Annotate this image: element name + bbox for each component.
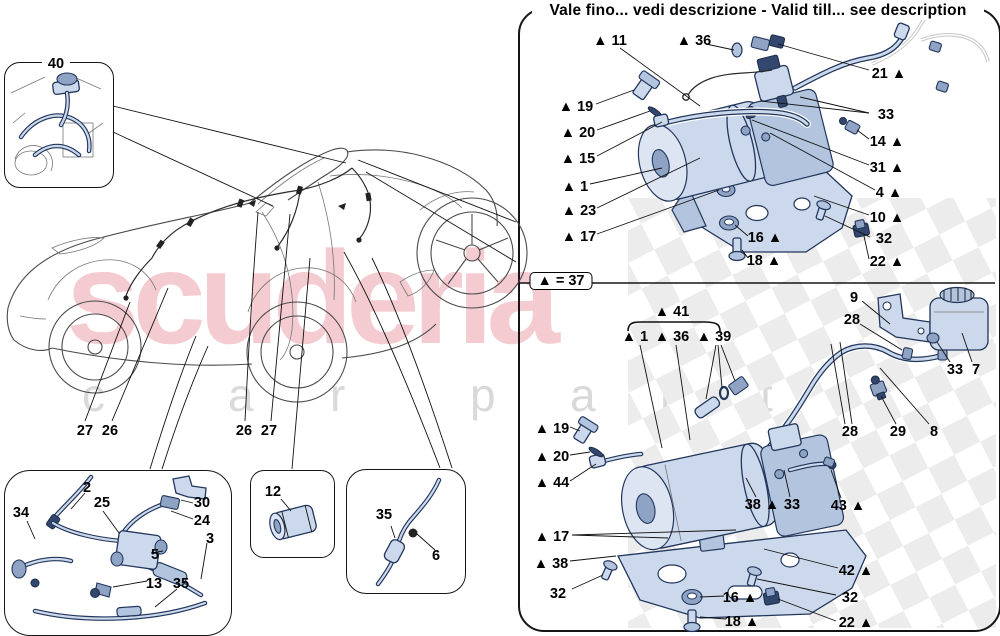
callout-top-diagram-23: ▲ 23 xyxy=(561,203,597,219)
callout-box-hoses-5: 5 xyxy=(150,547,160,563)
callout-bottom-diagram-32: 32 xyxy=(841,590,859,606)
engine-detail-art xyxy=(10,72,104,176)
callout-top-diagram-16: 16 ▲ xyxy=(747,230,783,246)
pump-assembly-top xyxy=(632,6,990,262)
callout-box-hoses-3: 3 xyxy=(205,531,215,547)
callout-top-diagram-15: ▲ 15 xyxy=(560,151,596,167)
callout-top-diagram-33: 33 xyxy=(877,107,895,123)
callout-top-diagram-31: 31 ▲ xyxy=(869,160,905,176)
hose-kit-art xyxy=(11,474,208,621)
watermark-letter-r: r xyxy=(330,369,346,421)
callout-box-hoses-13: 13 xyxy=(145,576,163,592)
callout-top-diagram-10: 10 ▲ xyxy=(869,210,905,226)
inset-box-hose-kit xyxy=(4,470,232,636)
validity-header: Vale fino... vedi descrizione - Valid ti… xyxy=(532,2,984,20)
callout-bottom-diagram-18: 18 ▲ xyxy=(724,614,760,630)
inset-box-sleeve xyxy=(250,470,335,558)
callout-top-diagram-1: ▲ 1 xyxy=(561,179,589,195)
callout-car-27: 27 xyxy=(76,423,94,439)
callout-bottom-diagram-22: 22 ▲ xyxy=(838,615,874,631)
callout-top-diagram-20: ▲ 20 xyxy=(560,125,596,141)
callout-box-hoses-30: 30 xyxy=(193,495,211,511)
callout-box-hose6-6: 6 xyxy=(431,548,441,564)
callout-top-diagram-21: 21 ▲ xyxy=(871,66,907,82)
callout-bottom-diagram-39: ▲ 39 xyxy=(696,329,732,345)
callout-box-sleeve-12: 12 xyxy=(264,484,282,500)
callout-top-diagram-4: 4 ▲ xyxy=(875,185,903,201)
watermark-letter-p: p xyxy=(470,369,496,421)
callout-car-27: 27 xyxy=(260,423,278,439)
car-line-art xyxy=(6,147,528,403)
inset-box-hose-6 xyxy=(346,469,466,594)
callout-bottom-diagram-19: ▲ 19 xyxy=(534,421,570,437)
callout-box-hoses-24: 24 xyxy=(193,513,211,529)
callout-bottom-diagram-43: 43 ▲ xyxy=(830,498,866,514)
callout-bottom-diagram-9: 9 xyxy=(849,290,859,306)
callout-box-hoses-25: 25 xyxy=(93,495,111,511)
callout-top-diagram-19: ▲ 19 xyxy=(558,99,594,115)
callout-bottom-diagram-16: 16 ▲ xyxy=(722,590,758,606)
callout-bottom-diagram-29: 29 xyxy=(889,424,907,440)
callout-top-diagram-22: 22 ▲ xyxy=(869,254,905,270)
callout-bottom-diagram-8: 8 xyxy=(929,424,939,440)
callout-bottom-diagram-33: 33 xyxy=(783,497,801,513)
callout-bottom-diagram-41: ▲ 41 xyxy=(654,304,690,320)
callout-box-hoses-35: 35 xyxy=(172,576,190,592)
callout-bottom-diagram-7: 7 xyxy=(971,362,981,378)
callout-bottom-diagram-38: 38 ▲ xyxy=(744,497,780,513)
sleeve-art xyxy=(269,498,317,541)
callout-box-hose6-35: 35 xyxy=(375,507,393,523)
callout-bottom-diagram-17: ▲ 17 xyxy=(534,529,570,545)
callout-bottom-diagram-20: ▲ 20 xyxy=(534,449,570,465)
callout-top-diagram-36: ▲ 36 xyxy=(676,33,712,49)
callout-top-diagram-11: ▲ 11 xyxy=(593,33,627,49)
callout-box-hoses-2: 2 xyxy=(82,480,92,496)
callout-car-26: 26 xyxy=(235,423,253,439)
callout-bottom-diagram-28: 28 xyxy=(841,424,859,440)
callout-bottom-diagram-1: ▲ 1 xyxy=(621,329,649,345)
watermark-letter-c: c xyxy=(82,369,105,421)
watermark-scuderia: scuderia xyxy=(66,224,560,371)
callout-box-hoses-34: 34 xyxy=(12,505,30,521)
callout-top-diagram-14: 14 ▲ xyxy=(869,134,905,150)
callout-bottom-diagram-42: 42 ▲ xyxy=(838,563,874,579)
callout-car-26: 26 xyxy=(101,423,119,439)
callout-bottom-diagram-36: ▲ 36 xyxy=(654,329,690,345)
leader-lines-left xyxy=(84,105,517,470)
callout-bottom-diagram-38: ▲ 38 xyxy=(533,556,569,572)
callout-legend-37: ▲ = 37 xyxy=(529,272,593,290)
callout-top-diagram-17: ▲ 17 xyxy=(561,229,597,245)
callout-top-diagram-18: 18 ▲ xyxy=(746,253,782,269)
callout-bottom-diagram-33: 33 xyxy=(946,362,964,378)
callout-bottom-diagram-44: ▲ 44 xyxy=(534,475,570,491)
callout-bottom-diagram-32: 32 xyxy=(549,586,567,602)
watermark-letter-a: a xyxy=(228,369,254,421)
watermark-letter-a: a xyxy=(570,369,596,421)
pump-assembly-bottom xyxy=(573,286,989,633)
callout-top-diagram-32: 32 xyxy=(875,231,893,247)
leader-lines-right xyxy=(569,43,973,622)
hose-6-art xyxy=(375,477,442,587)
callout-inset-engine-detail-40: 40 xyxy=(41,56,71,72)
callout-bottom-diagram-28: 28 xyxy=(843,312,861,328)
